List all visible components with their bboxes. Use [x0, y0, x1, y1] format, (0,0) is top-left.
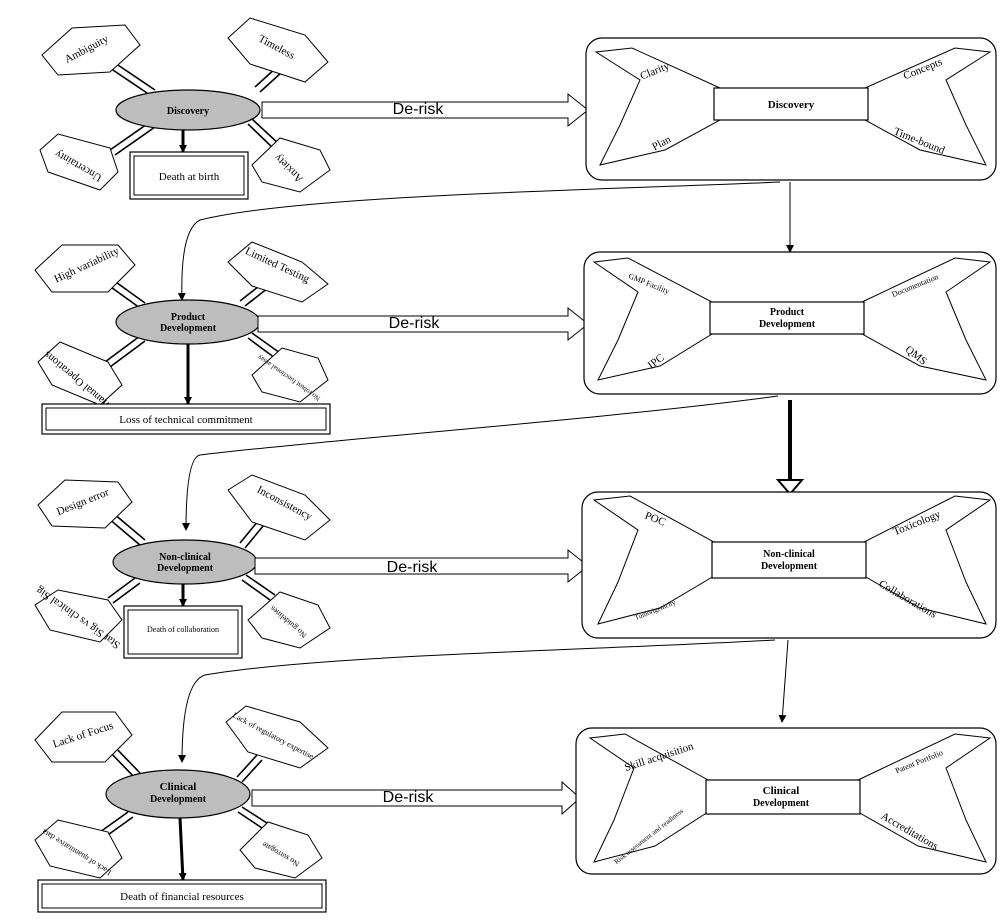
risk-hexagon: No surrogate [239, 821, 323, 879]
mitigation-title: Development [753, 798, 810, 809]
risk-hexagon: Design error [37, 479, 133, 529]
stage-ellipse [105, 769, 251, 819]
mitigation-bowtie [594, 47, 721, 166]
outcome-label: Death at birth [159, 171, 220, 183]
risk-hexagon: No guidelines [247, 591, 331, 649]
outcome-box [123, 605, 243, 659]
outcome-label: Loss of technical commitment [119, 414, 253, 426]
derisk-arrow [257, 306, 589, 342]
derisk-label: De-risk [393, 101, 445, 118]
mitigation-title-box [713, 87, 869, 121]
derisk-arrow [261, 92, 589, 128]
stage-title: Non-clinical [159, 552, 211, 563]
mitigation-title-box [709, 301, 865, 335]
outcome-box [41, 403, 331, 435]
stage-title: Product [171, 312, 206, 323]
derisk-label: De-risk [389, 315, 441, 332]
stage-title: Development [157, 563, 214, 574]
stage-discovery: Ambiguity Timeless Uncertainty Anxiety D… [39, 17, 997, 200]
mitigation-title: Product [770, 307, 805, 318]
risk-hexagon: Anxiety [251, 137, 331, 193]
stage-title: Development [150, 794, 207, 805]
mitigation-title: Development [761, 561, 818, 572]
risk-hexagon: Lack of Focus [34, 711, 133, 763]
mitigation-bowtie [592, 257, 713, 381]
mitigation-title: Discovery [768, 99, 815, 111]
derisk-label: De-risk [387, 559, 439, 576]
mitigation-bowtie [588, 733, 709, 863]
stage-clinical-development: Lack of Focus Lack of regulatory experti… [34, 705, 997, 913]
outcome-label: Death of collaboration [147, 625, 219, 634]
stage-non-clinical-development: Design error Inconsistency Stat Sig vs c… [34, 474, 997, 659]
outcome-box [37, 879, 327, 913]
mitigation-bowtie [857, 733, 992, 863]
outcome-label: Death of financial resources [120, 891, 244, 903]
mitigation-bowtie [863, 495, 992, 625]
derisk-arrow [254, 548, 589, 584]
mitigation-bowtie [861, 257, 992, 381]
risk-hexagon: Timeless [227, 17, 329, 83]
mitigation-title-box [711, 541, 867, 579]
derisk-arrow [251, 780, 581, 816]
mitigation-bowtie [592, 495, 715, 625]
stage-product-development: High variability Limited Testing Manual … [34, 241, 997, 435]
risk-hexagon: Stat Sig vs clinical Sig [34, 584, 123, 651]
stage-title: Discovery [167, 106, 209, 117]
risk-hexagon: Uncertainty [39, 133, 119, 191]
risk-connectors [106, 60, 283, 156]
derisk-label: De-risk [383, 789, 435, 806]
risk-hexagon: High variability [34, 244, 136, 293]
outcome-box [129, 151, 249, 200]
risk-hexagon: Inconsistency [227, 474, 331, 541]
mitigation-title: Development [759, 319, 816, 330]
risk-hexagon: Manual Operations [37, 341, 123, 412]
risk-hexagon: No robust functional assay [251, 347, 329, 403]
mitigation-title: Clinical [763, 785, 800, 797]
risk-hexagon: Ambiguity [41, 24, 141, 76]
stage-title: Clinical [160, 781, 197, 793]
risk-hexagon: Limited Testing [227, 241, 329, 303]
mitigation-bowtie [864, 47, 992, 166]
mitigation-title-box [705, 779, 861, 815]
risk-connectors [104, 279, 281, 368]
mitigation-title: Non-clinical [763, 549, 815, 560]
risk-hexagon: Lack of quantitative data [34, 819, 123, 879]
stage-title: Development [160, 323, 217, 334]
risk-hexagon: Lack of regulatory expertise [225, 705, 329, 769]
stage-ellipse [115, 89, 261, 131]
